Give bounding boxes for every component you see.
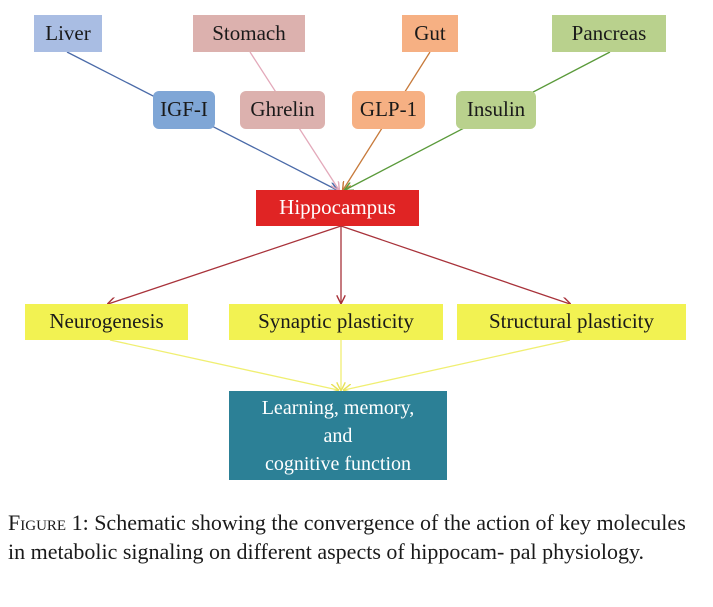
node-neurogenesis: Neurogenesis bbox=[25, 304, 188, 340]
node-stomach: Stomach bbox=[193, 15, 305, 52]
cognition-line-1: Learning, memory, bbox=[261, 396, 415, 419]
node-gut: Gut bbox=[402, 15, 458, 52]
node-pancreas: Pancreas bbox=[552, 15, 666, 52]
caption-label: Figure 1: bbox=[8, 510, 89, 535]
node-ghrelin: Ghrelin bbox=[240, 91, 325, 129]
node-synaptic-plasticity: Synaptic plasticity bbox=[229, 304, 443, 340]
cognition-line-3: cognitive function bbox=[264, 452, 412, 475]
link-hippocampus-neurogenesis bbox=[108, 225, 342, 304]
link-hippocampus-structural bbox=[340, 225, 570, 304]
node-liver: Liver bbox=[34, 15, 102, 52]
node-glp1: GLP-1 bbox=[352, 91, 425, 129]
node-cognitive-function: Learning, memory, and cognitive function bbox=[229, 391, 447, 480]
node-insulin: Insulin bbox=[456, 91, 536, 129]
link-neurogenesis-cognition bbox=[109, 339, 338, 390]
node-structural-plasticity: Structural plasticity bbox=[457, 304, 686, 340]
cognition-line-2: and bbox=[323, 424, 353, 447]
node-hippocampus: Hippocampus bbox=[256, 190, 419, 226]
connector-layer bbox=[66, 51, 611, 500]
caption-text: Schematic showing the convergence of the… bbox=[8, 510, 686, 564]
figure-caption: Figure 1: Schematic showing the converge… bbox=[8, 508, 708, 566]
link-structural-cognition bbox=[344, 339, 571, 390]
node-igf1: IGF-I bbox=[153, 91, 215, 129]
